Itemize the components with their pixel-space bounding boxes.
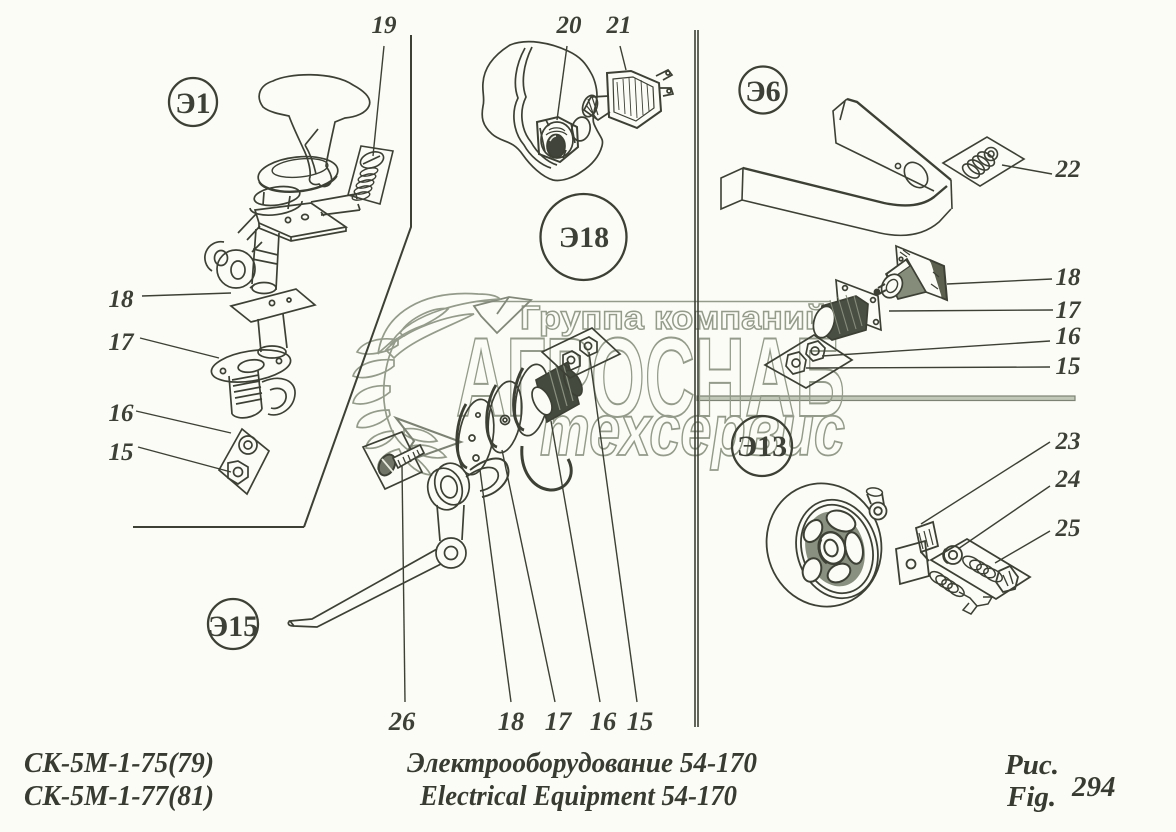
svg-text:Рис.: Рис.	[1004, 749, 1059, 781]
svg-text:16: 16	[590, 706, 617, 736]
svg-text:25: 25	[1055, 515, 1081, 542]
svg-text:Э1: Э1	[175, 87, 210, 120]
svg-text:15: 15	[627, 706, 654, 736]
svg-text:Electrical Equipment 54-170: Electrical Equipment 54-170	[419, 780, 737, 812]
svg-text:СК-5М-1-75(79): СК-5М-1-75(79)	[24, 747, 214, 779]
svg-text:СК-5М-1-77(81): СК-5М-1-77(81)	[24, 780, 214, 812]
svg-text:16: 16	[109, 400, 135, 427]
svg-text:24: 24	[1055, 466, 1081, 493]
svg-text:Электрооборудование 54-170: Электрооборудование 54-170	[407, 747, 757, 779]
svg-text:294: 294	[1071, 771, 1116, 803]
svg-text:15: 15	[1056, 353, 1081, 380]
svg-text:21: 21	[606, 12, 632, 39]
svg-text:22: 22	[1055, 156, 1081, 183]
svg-text:17: 17	[545, 706, 573, 736]
svg-text:18: 18	[1056, 264, 1082, 291]
svg-text:Группа компаний: Группа компаний	[520, 299, 827, 336]
svg-text:18: 18	[498, 706, 525, 736]
svg-text:Fig.: Fig.	[1006, 781, 1056, 813]
svg-text:15: 15	[109, 439, 134, 466]
svg-text:Э13: Э13	[737, 430, 787, 463]
svg-text:Э6: Э6	[745, 75, 780, 108]
svg-text:20: 20	[556, 12, 583, 39]
svg-text:техсервис: техсервис	[540, 391, 845, 471]
svg-text:23: 23	[1055, 428, 1081, 455]
svg-text:16: 16	[1056, 323, 1082, 350]
svg-text:19: 19	[372, 12, 398, 39]
svg-text:17: 17	[1056, 297, 1083, 324]
svg-text:18: 18	[109, 286, 135, 313]
svg-text:Э15: Э15	[208, 610, 258, 643]
svg-text:Э18: Э18	[559, 221, 609, 254]
svg-text:17: 17	[109, 329, 136, 356]
svg-text:26: 26	[388, 706, 416, 736]
